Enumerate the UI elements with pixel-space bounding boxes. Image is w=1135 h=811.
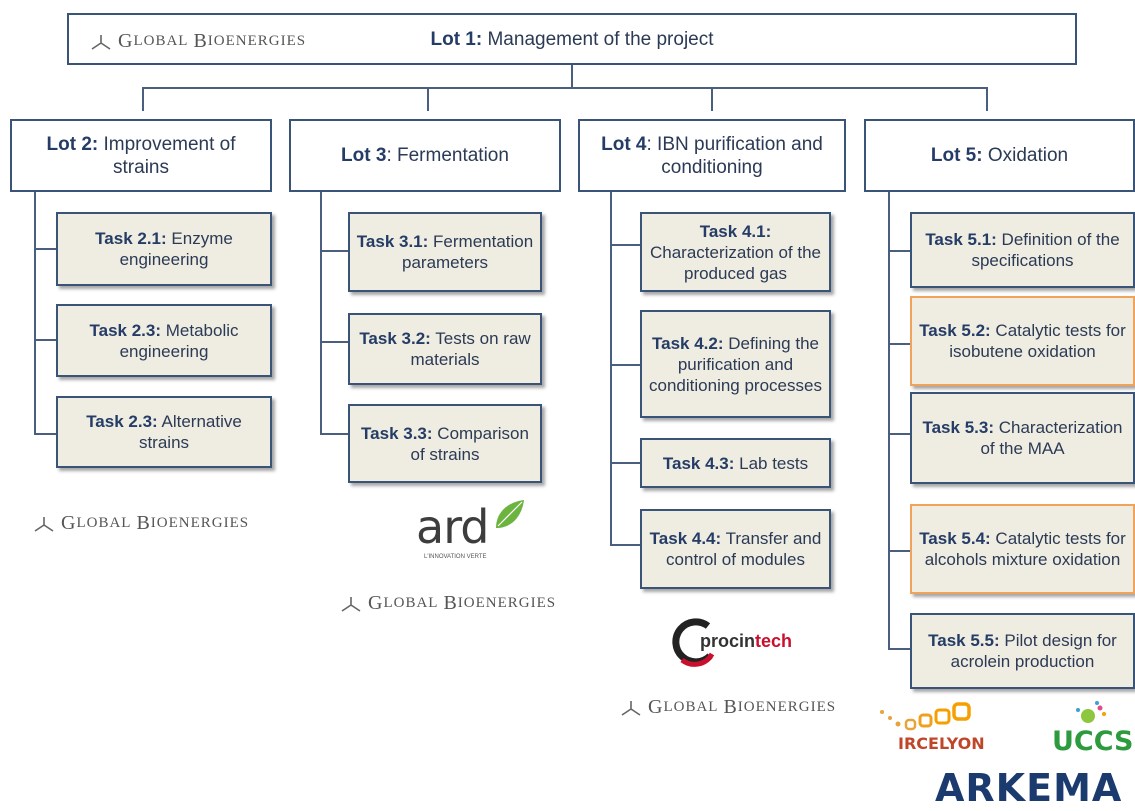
task-2-3-metabolic-box: Task 2.3: Metabolic engineering: [56, 304, 272, 377]
task-3-3-box: Task 3.3: Comparison of strains: [348, 404, 542, 483]
task-2-1-box: Task 2.1: Enzyme engineering: [56, 212, 272, 286]
task-3-1-box: Task 3.1: Fermentation parameters: [348, 212, 542, 292]
task-4-3-box: Task 4.3: Lab tests: [640, 438, 831, 488]
lot-1-box: Lot 1: Management of the project: [67, 13, 1077, 65]
task-4-4-box: Task 4.4: Transfer and control of module…: [640, 509, 831, 589]
uccs-dots-icon: [1076, 701, 1106, 723]
leaf-icon: [496, 500, 524, 528]
lot-1-title: Management of the project: [482, 28, 714, 50]
task-4-2-box: Task 4.2: Defining the purification and …: [640, 310, 831, 418]
task-5-3-box: Task 5.3: Characterization of the MAA: [910, 392, 1135, 484]
wind-turbine-icon: [341, 596, 361, 612]
wind-turbine-icon: [34, 516, 54, 532]
task-3-2-box: Task 3.2: Tests on raw materials: [348, 313, 542, 385]
ircelyon-logo: IRCELYON: [876, 700, 996, 760]
lot-2-box: Lot 2: Improvement of strains: [10, 119, 272, 192]
lot-1-label: Lot 1:: [430, 28, 483, 50]
uccs-logo: UCCS: [1050, 700, 1135, 760]
task-5-5-box: Task 5.5: Pilot design for acrolein prod…: [910, 613, 1135, 689]
lot-3-box: Lot 3: Fermentation: [289, 119, 561, 192]
lot-5-box: Lot 5: Oxidation: [864, 119, 1135, 192]
procintech-logo: procintech: [670, 618, 820, 668]
task-5-4-box: Task 5.4: Catalytic tests for alcohols m…: [910, 504, 1135, 594]
task-5-2-box: Task 5.2: Catalytic tests for isobutene …: [910, 296, 1135, 386]
wind-turbine-icon: [621, 700, 641, 716]
ircelyon-dots-icon: [880, 702, 971, 731]
ard-logo: ard L'INNOVATION VERTE: [416, 498, 536, 570]
task-2-3-alternative-box: Task 2.3: Alternative strains: [56, 396, 272, 468]
lot-4-box: Lot 4: IBN purification and conditioning: [578, 119, 846, 192]
arkema-logo: ARKEMA: [935, 766, 1123, 810]
task-4-1-box: Task 4.1: Characterization of the produc…: [640, 212, 831, 292]
procintech-emblem-icon: [672, 618, 715, 667]
task-5-1-box: Task 5.1: Definition of the specificatio…: [910, 212, 1135, 288]
wind-turbine-icon: [91, 34, 111, 50]
